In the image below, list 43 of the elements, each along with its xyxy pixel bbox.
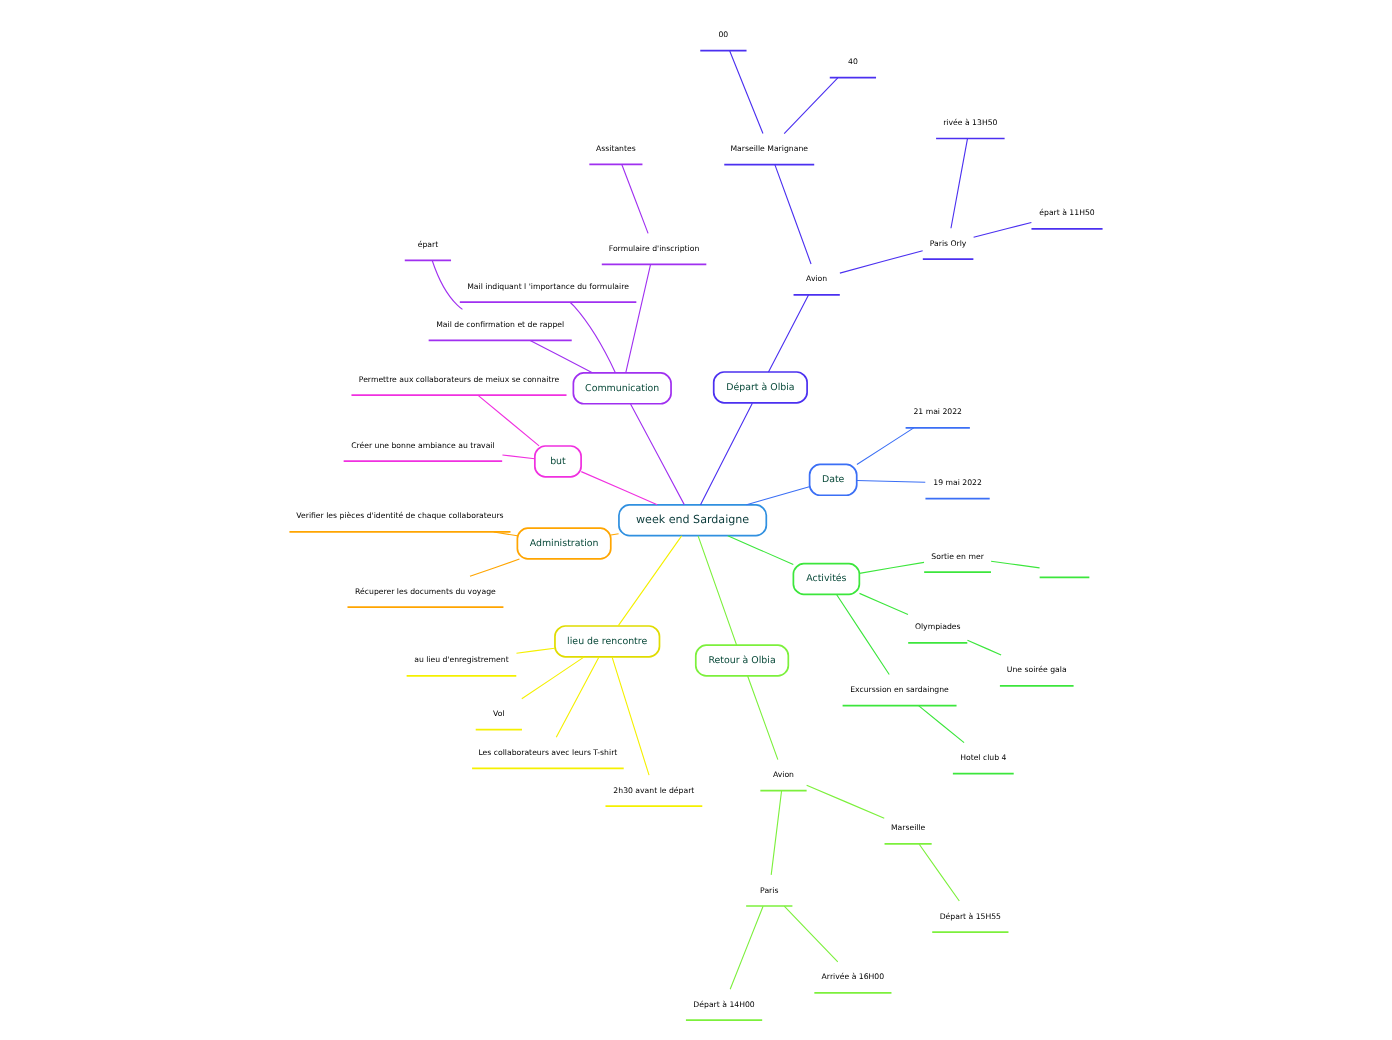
connector — [966, 639, 1002, 656]
connector — [806, 784, 885, 819]
connector — [856, 427, 915, 466]
connector — [839, 250, 924, 274]
connector — [950, 138, 969, 229]
connector — [918, 843, 960, 902]
connector — [699, 402, 753, 506]
connector — [469, 558, 520, 577]
connector — [431, 259, 463, 310]
connector — [697, 535, 738, 646]
connector — [625, 264, 652, 374]
connector — [836, 593, 890, 676]
connector — [611, 656, 650, 776]
connector — [501, 454, 536, 460]
connector — [774, 164, 812, 265]
connector — [747, 675, 779, 761]
connector — [617, 535, 683, 627]
connector — [727, 535, 794, 566]
connector — [856, 479, 926, 483]
connector — [990, 560, 1041, 569]
connector — [918, 705, 965, 744]
connector — [729, 50, 764, 135]
connector — [555, 656, 600, 738]
connector — [746, 486, 810, 506]
connector — [569, 301, 616, 374]
connector — [580, 471, 658, 506]
connector — [477, 394, 540, 447]
connector — [521, 656, 585, 700]
connector — [973, 221, 1032, 238]
connector — [493, 531, 518, 537]
node-bar — [1038, 576, 1091, 579]
connector — [529, 339, 593, 374]
connector — [783, 905, 839, 963]
connector — [783, 77, 839, 135]
connector — [858, 592, 909, 615]
connector — [858, 561, 925, 574]
connector — [630, 403, 685, 506]
connector — [729, 905, 764, 990]
connector — [515, 647, 556, 654]
connector — [767, 294, 810, 373]
connector — [621, 164, 649, 234]
connector — [610, 533, 620, 536]
connector — [770, 790, 783, 876]
